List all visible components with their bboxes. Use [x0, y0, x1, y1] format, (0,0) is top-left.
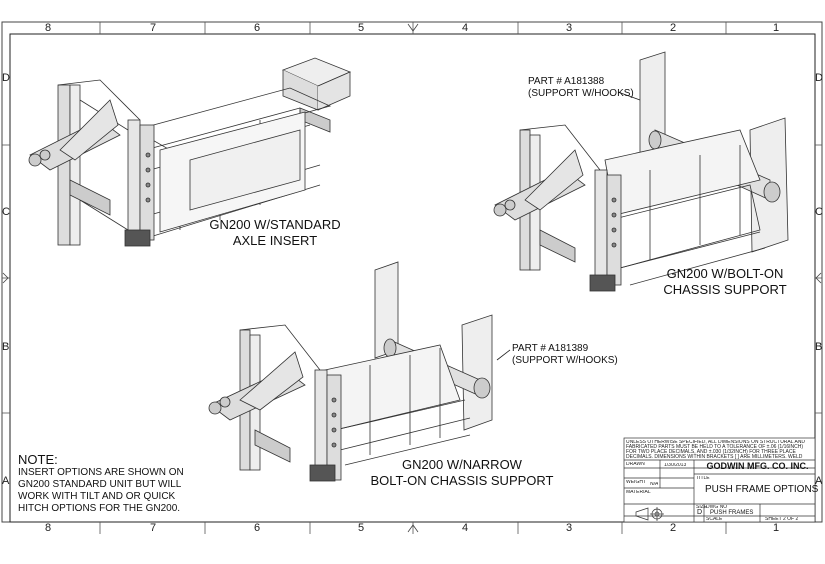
zone-number: 7	[150, 522, 157, 534]
note-block: NOTE: INSERT OPTIONS ARE SHOWN ON GN200 …	[18, 452, 208, 515]
center-marks	[2, 23, 822, 533]
note-body: INSERT OPTIONS ARE SHOWN ON GN200 STANDA…	[18, 467, 184, 514]
view-label-line: GN200 W/NARROW	[402, 457, 522, 472]
part-callout-a181389: PART # A181389 (SUPPORT W/HOOKS)	[512, 343, 618, 367]
zone-number: 4	[462, 22, 469, 34]
weight-value: N/A	[650, 482, 659, 487]
zone-number: 6	[254, 22, 261, 34]
title-block-notes: UNLESS OTHERWISE SPECIFIED, ALL DIMENSIO…	[626, 440, 806, 459]
part-description: (SUPPORT W/HOOKS)	[528, 88, 634, 99]
zone-number: 5	[358, 22, 365, 34]
weight-label: WEIGHT	[626, 480, 646, 485]
view-label-line: CHASSIS SUPPORT	[663, 282, 787, 297]
zone-number: 8	[45, 522, 52, 534]
title-block	[623, 437, 816, 523]
part-description: (SUPPORT W/HOOKS)	[512, 355, 618, 366]
drawing-title: PUSH FRAME OPTIONS	[705, 484, 819, 495]
part-number: PART # A181389	[512, 343, 589, 354]
part-callout-a181388: PART # A181388 (SUPPORT W/HOOKS)	[528, 76, 634, 100]
zone-number: 8	[45, 22, 52, 34]
zone-letter: D	[815, 72, 823, 84]
sheet-size: D	[697, 509, 703, 516]
zone-letter: B	[815, 341, 823, 353]
material-label: MATERIAL	[626, 490, 651, 495]
view-label-narrow: GN200 W/NARROW BOLT-ON CHASSIS SUPPORT	[362, 457, 562, 489]
zone-letter: B	[2, 341, 10, 353]
dwg-label: DWG NO	[706, 505, 728, 510]
zone-number: 3	[566, 22, 573, 34]
title-label: TITLE	[696, 476, 710, 481]
zone-number: 4	[462, 522, 469, 534]
view-label-bolt-on: GN200 W/BOLT-ON CHASSIS SUPPORT	[650, 266, 800, 298]
scale-label: SCALE	[706, 517, 723, 522]
view-narrow-bolt-on	[208, 261, 511, 482]
zone-letter: A	[2, 475, 10, 487]
zone-number: 3	[566, 522, 573, 534]
note-title: NOTE:	[18, 452, 58, 467]
size-label: SIZE	[696, 505, 708, 510]
sheet-number: SHEET 2 OF 2	[765, 517, 799, 522]
view-label-line: BOLT-ON CHASSIS SUPPORT	[370, 473, 554, 488]
drawn-label: DRAWN	[626, 462, 645, 467]
view-standard-axle-insert	[28, 57, 352, 247]
view-label-line: GN200 W/STANDARD	[209, 217, 341, 232]
view-label-standard: GN200 W/STANDARD AXLE INSERT	[200, 217, 350, 249]
zone-letter: C	[815, 206, 823, 218]
zone-number: 5	[358, 522, 365, 534]
view-bolt-on-chassis-support	[493, 51, 789, 292]
zone-letter: D	[2, 72, 10, 84]
company-name: GODWIN MFG. CO. INC.	[706, 461, 809, 471]
zone-number: 1	[773, 22, 780, 34]
zone-letter: A	[815, 475, 823, 487]
view-label-line: GN200 W/BOLT-ON	[666, 266, 784, 281]
zone-ticks	[2, 22, 822, 534]
part-number: PART # A181388	[528, 76, 605, 87]
drawn-date: 1/30/2013	[664, 463, 687, 468]
zone-number: 6	[254, 522, 261, 534]
zone-number: 2	[670, 522, 677, 534]
drawing-name: PUSH FRAMES	[710, 510, 754, 516]
zone-number: 1	[773, 522, 780, 534]
view-label-line: AXLE INSERT	[232, 233, 318, 248]
zone-number: 7	[150, 22, 157, 34]
zone-number: 2	[670, 22, 677, 34]
zone-letter: C	[2, 206, 10, 218]
